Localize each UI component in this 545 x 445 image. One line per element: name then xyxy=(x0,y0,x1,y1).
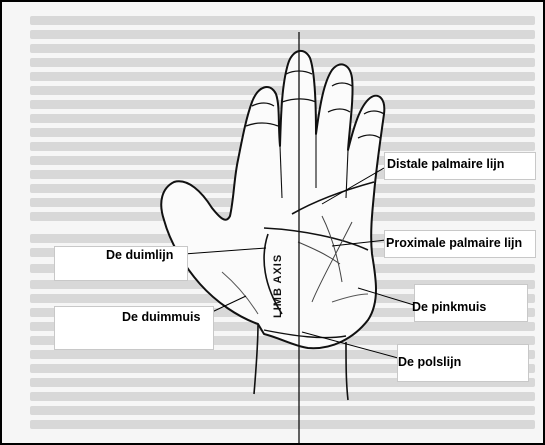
label-de-polslijn: De polslijn xyxy=(398,355,461,369)
limb-axis-label: LIMB AXIS xyxy=(272,254,284,318)
label-de-pinkmuis: De pinkmuis xyxy=(412,300,486,314)
label-distale-palmaire-lijn: Distale palmaire lijn xyxy=(387,157,504,171)
label-de-duimmuis: De duimmuis xyxy=(122,310,201,324)
label-proximale-palmaire-lijn: Proximale palmaire lijn xyxy=(386,236,522,250)
label-de-duimlijn: De duimlijn xyxy=(106,248,173,262)
